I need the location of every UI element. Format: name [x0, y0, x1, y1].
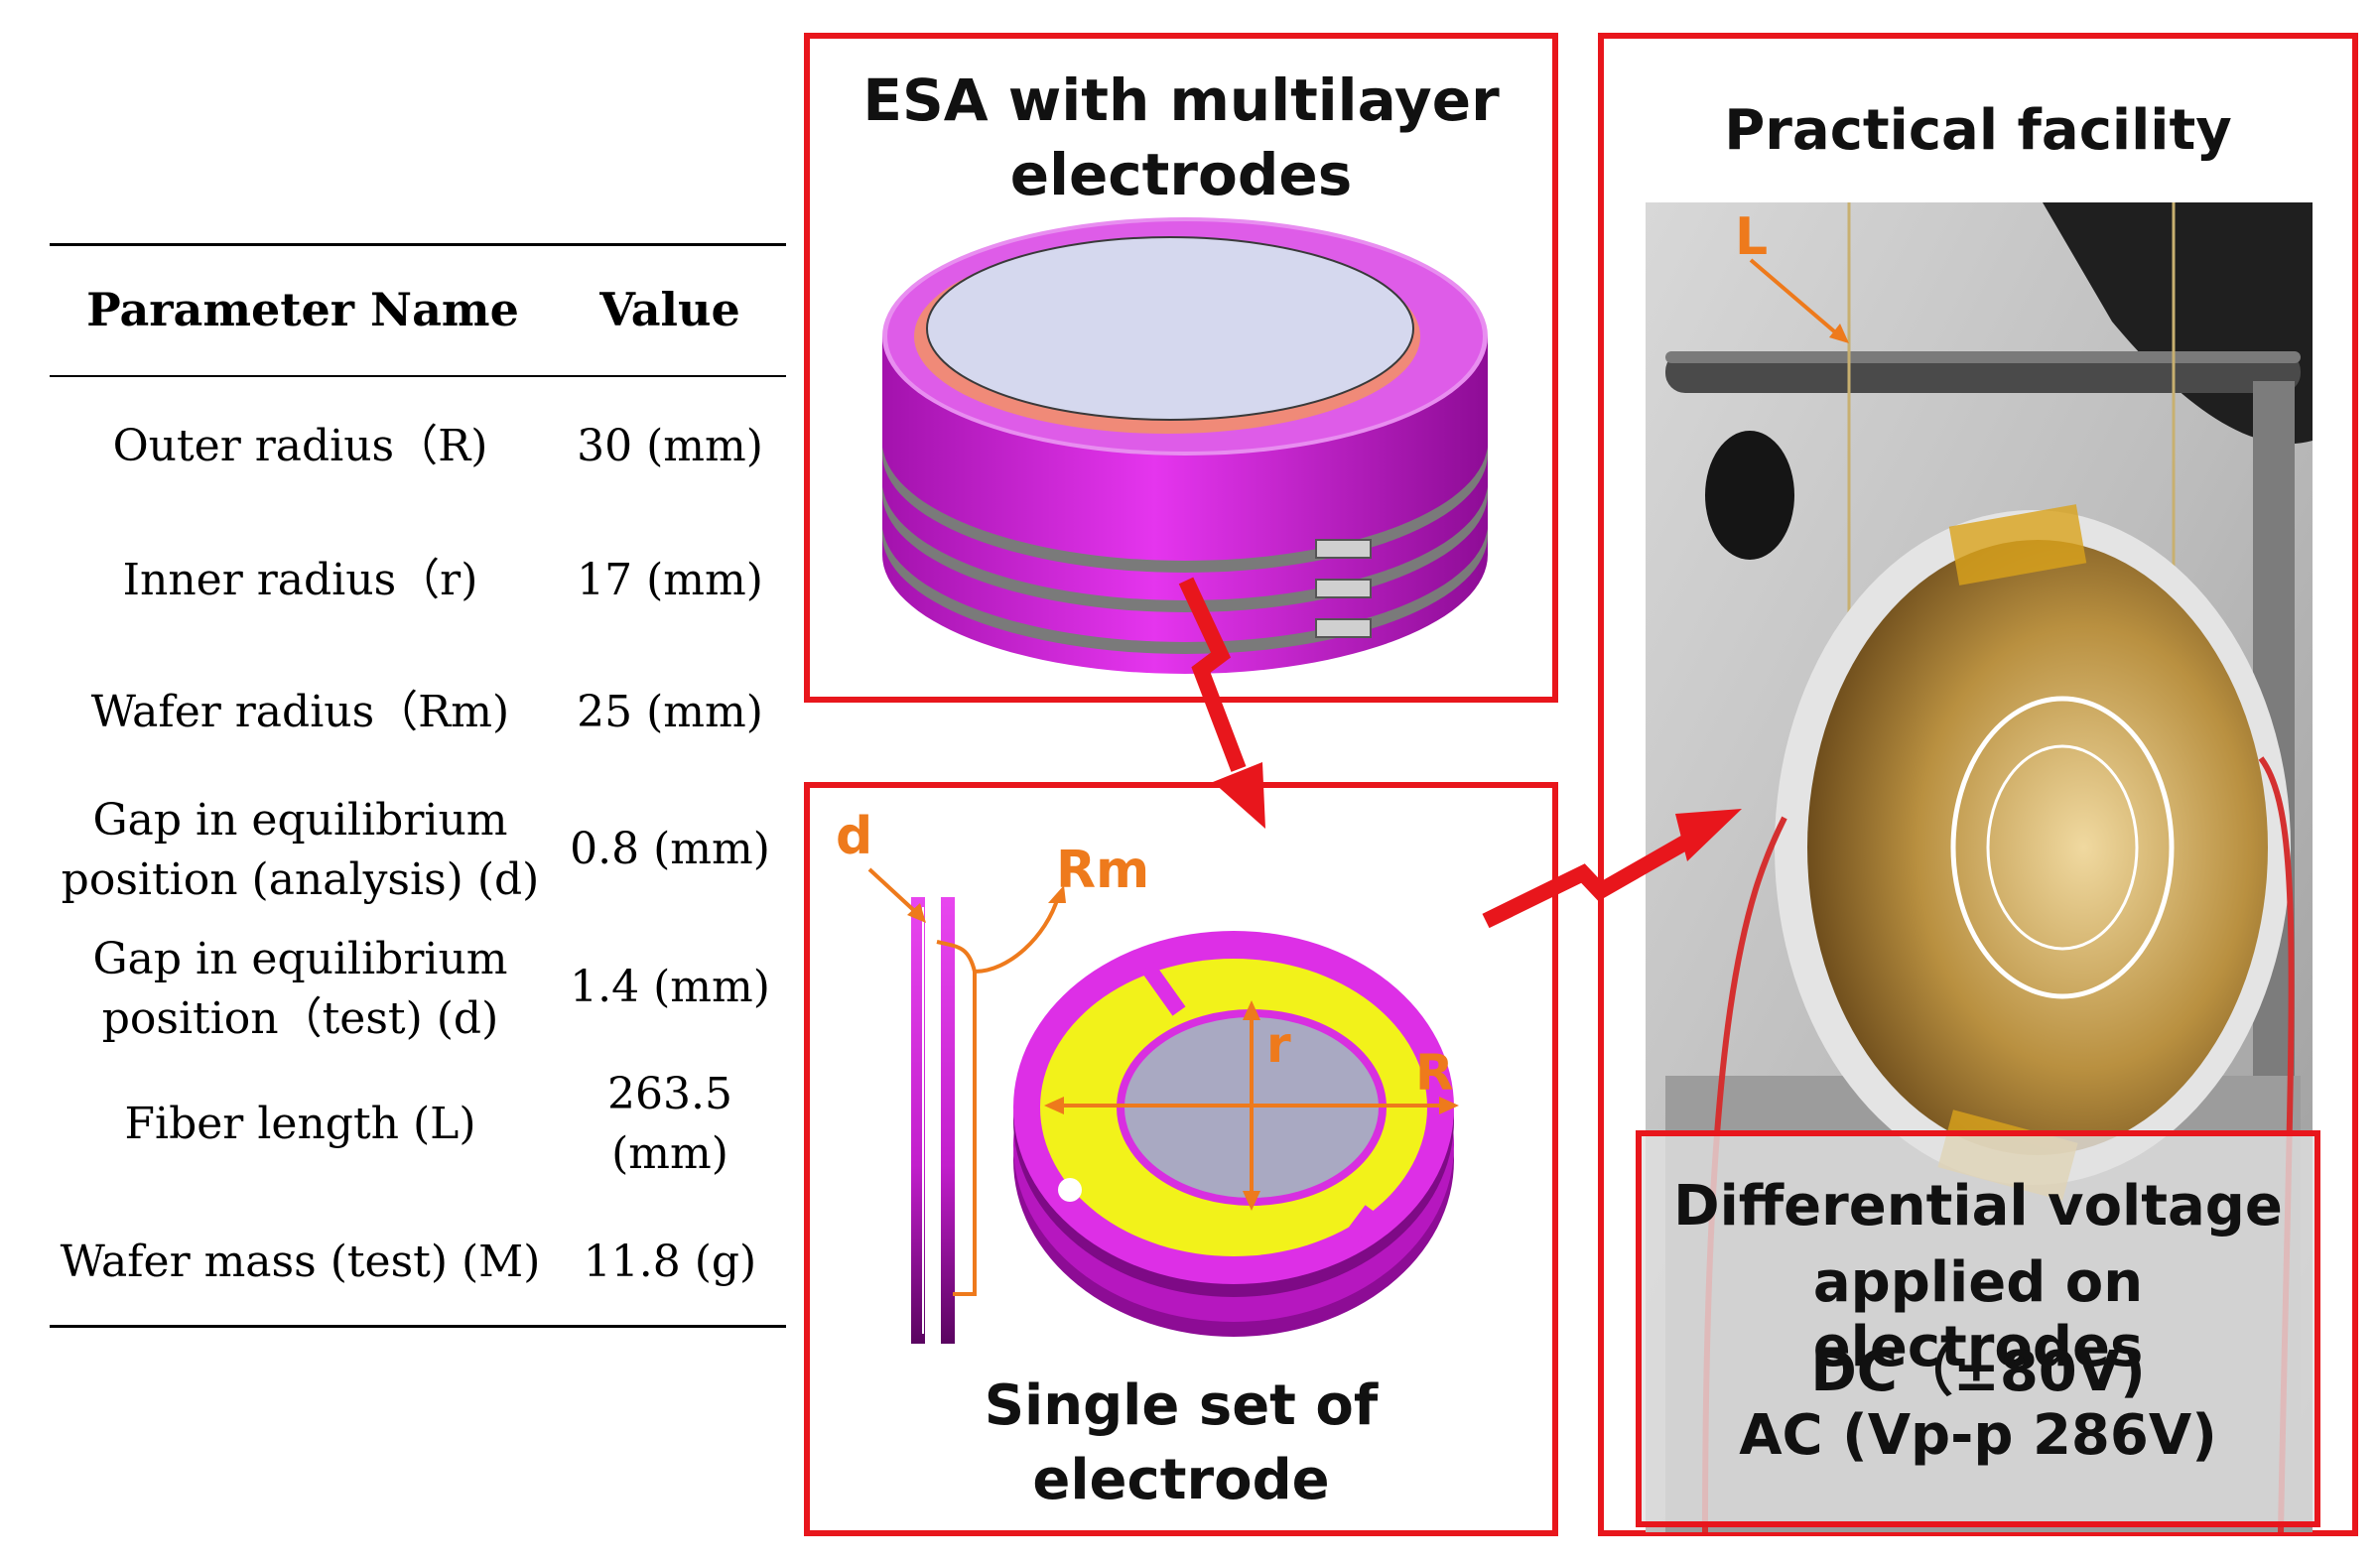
facility-title: Practical facility [1724, 98, 2232, 163]
label-rm: Rm [1056, 841, 1149, 900]
voltage-line3: DC（±80V) [1810, 1340, 2146, 1404]
row-gap-analysis-name-line2: position (analysis) (d) [61, 854, 540, 905]
row-outer-radius-name: Outer radius（R) [112, 421, 488, 471]
header-value: Value [599, 283, 740, 336]
table-top-rule [50, 243, 786, 246]
voltage-box: Differential voltage applied on electrod… [1636, 1130, 2320, 1527]
row-fiber-length-name: Fiber length (L) [124, 1099, 476, 1149]
label-L: L [1735, 207, 1768, 267]
row-gap-test-name-line2: position（test) (d) [101, 993, 499, 1044]
row-fiber-length-value-line1: 263.5 [607, 1069, 732, 1119]
row-inner-radius-value: 17 (mm) [577, 555, 763, 605]
voltage-line4: AC (Vp-p 286V) [1739, 1403, 2217, 1468]
single-title-line2: electrode [1032, 1448, 1330, 1512]
row-fiber-length-value-line2: (mm) [611, 1128, 728, 1179]
facility-panel: Practical facility [1598, 33, 2358, 1536]
side-plate-right [941, 897, 955, 1344]
esa-title-line1: ESA with multilayer [862, 66, 1500, 134]
esa-title-line2: electrodes [1009, 141, 1353, 208]
row-inner-radius-name: Inner radius（r) [122, 555, 478, 605]
row-gap-test-value: 1.4 (mm) [570, 962, 770, 1012]
label-r: r [1266, 1016, 1291, 1074]
row-gap-analysis-value: 0.8 (mm) [570, 824, 770, 874]
single-title-line1: Single set of [984, 1373, 1379, 1438]
row-gap-analysis-name-line1: Gap in equilibrium [92, 795, 508, 846]
row-wafer-mass-value: 11.8 (g) [583, 1237, 757, 1287]
table-bottom-rule [50, 1325, 786, 1328]
esa-stack-illustration [882, 217, 1488, 674]
label-R: R [1415, 1044, 1454, 1102]
voltage-line1: Differential voltage [1673, 1174, 2283, 1239]
esa-panel: ESA with multilayer electrodes [804, 33, 1558, 703]
row-wafer-radius-value: 25 (mm) [577, 687, 763, 737]
label-d: d [836, 807, 872, 866]
table-header-rule [50, 375, 786, 377]
header-parameter-name: Parameter Name [86, 283, 519, 336]
row-wafer-mass-name: Wafer mass (test) (M) [60, 1237, 541, 1287]
side-plate-left [911, 897, 925, 1344]
single-electrode-panel: d Rm r R Single set of electrode [804, 782, 1558, 1536]
row-gap-test-name-line1: Gap in equilibrium [92, 934, 508, 984]
row-wafer-radius-name: Wafer radius（Rm) [90, 687, 510, 737]
voltage-line2: applied on electrodes [1812, 1250, 2144, 1379]
single-electrode-illustration: d Rm r R [836, 807, 1469, 1344]
row-outer-radius-value: 30 (mm) [577, 421, 763, 471]
